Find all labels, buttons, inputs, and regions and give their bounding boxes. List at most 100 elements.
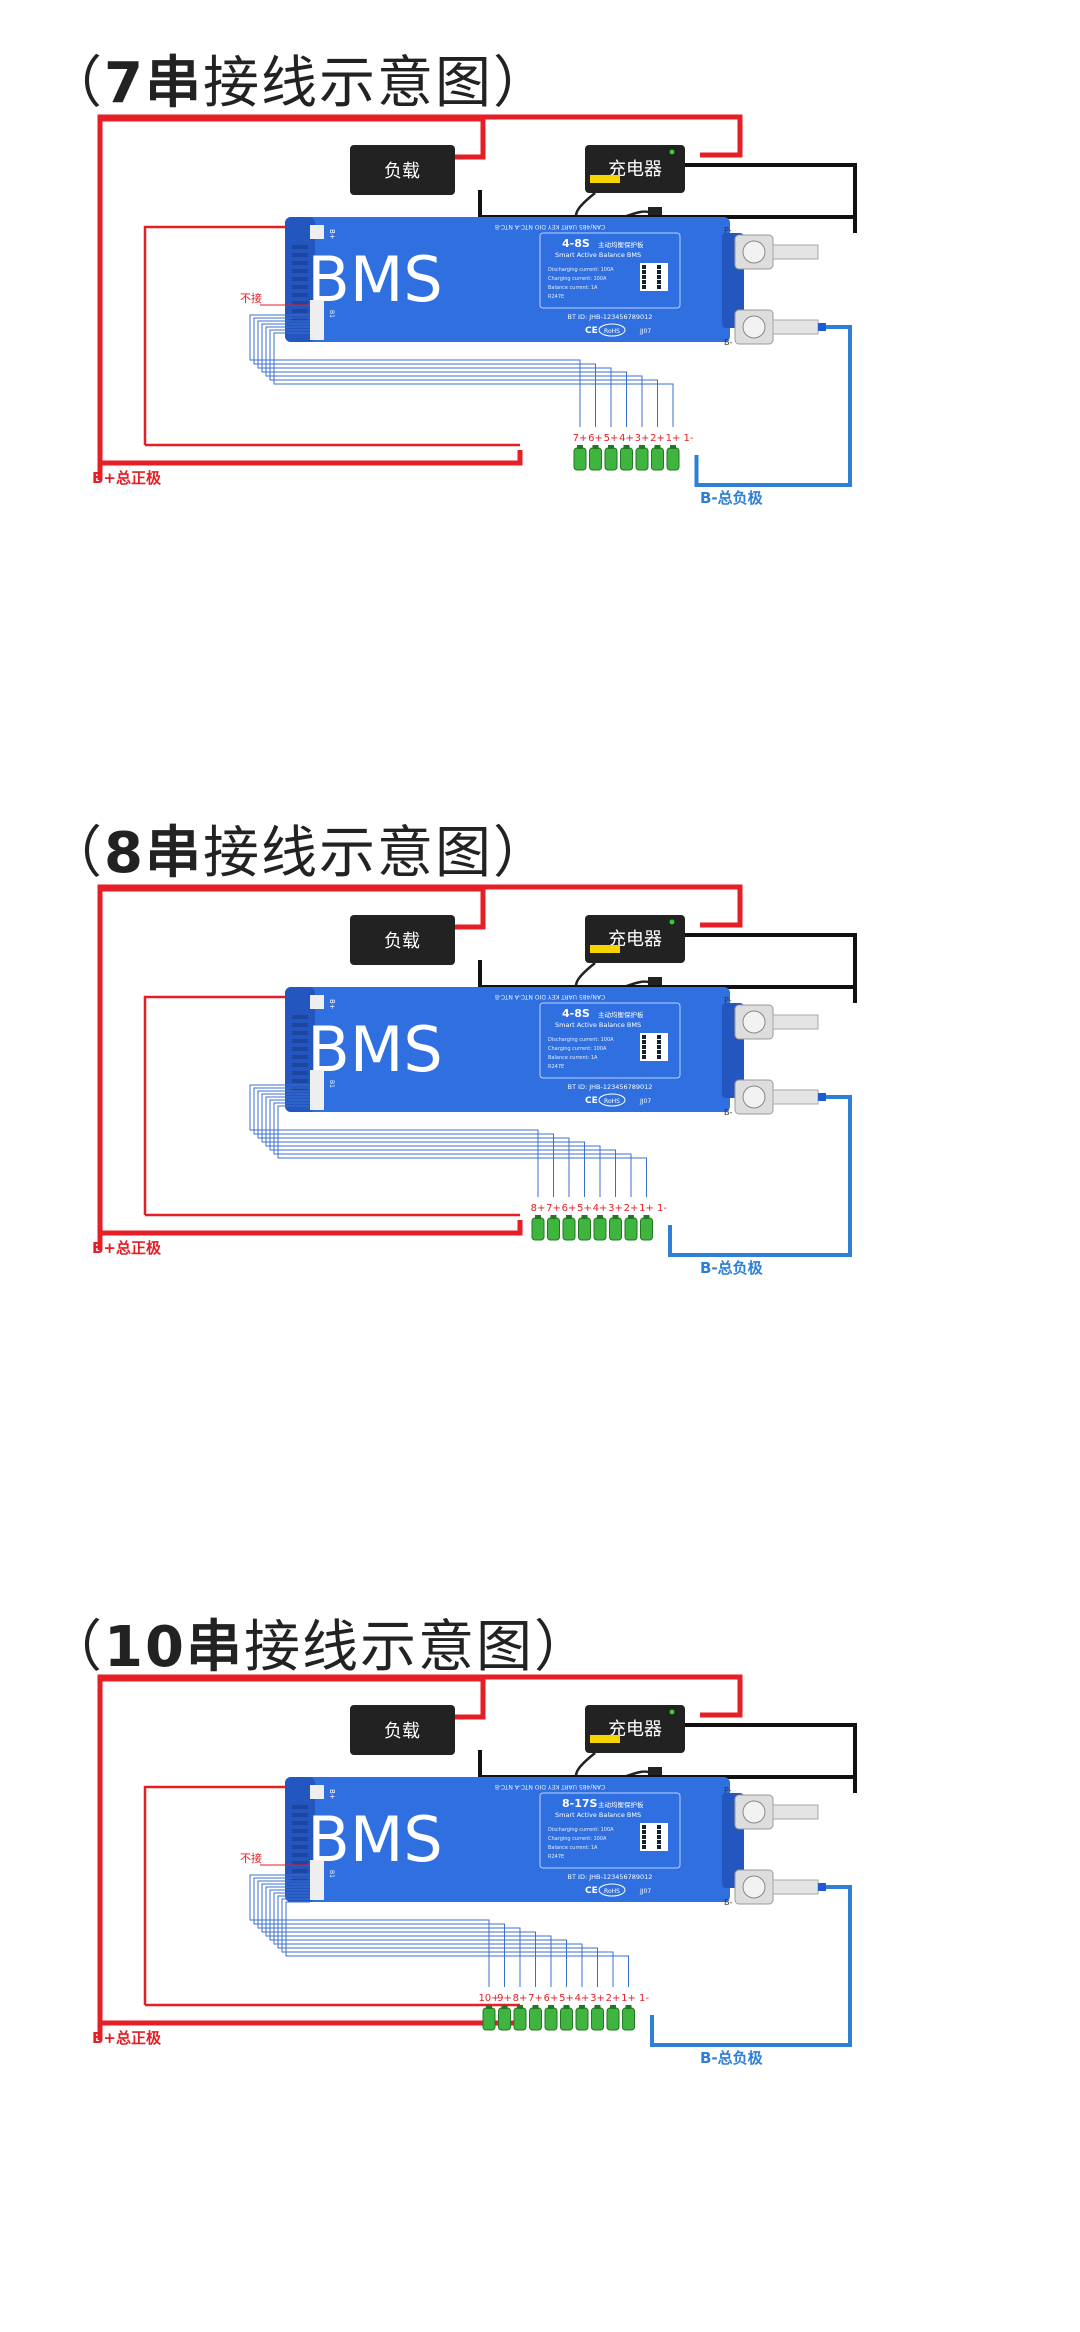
- heatsink-fin: [292, 269, 308, 273]
- bms-spec2: Charging current: 100A: [548, 276, 607, 282]
- balance-wire: [265, 1096, 601, 1197]
- rohs-label: RoHS: [604, 328, 620, 335]
- bms-spec1: Discharging current: 100A: [548, 267, 614, 273]
- battery-cap: [608, 445, 614, 449]
- black-wire-charger: [685, 1723, 857, 1793]
- battery-cap: [612, 1215, 619, 1219]
- b-minus-label: B-: [724, 1108, 732, 1117]
- b-minus-lug: [772, 1089, 819, 1105]
- ce-mark: CE: [585, 326, 598, 336]
- blue-wire-bminus: [694, 325, 852, 487]
- p-minus-label: P-: [724, 1786, 732, 1795]
- bms-bplus-label: B+: [328, 229, 336, 240]
- bms-label-panel: [539, 1002, 681, 1079]
- black-wire-charger: [685, 933, 857, 1003]
- bplus-connector: [310, 225, 324, 239]
- heatsink-fin: [292, 309, 308, 313]
- cell-label: 1-: [639, 1993, 649, 2004]
- cell-label: 4+: [593, 1203, 608, 1214]
- load-label: 负载: [384, 931, 420, 952]
- balance-wire: [249, 1084, 539, 1197]
- red-wire-charger: [97, 884, 743, 1250]
- battery-cap: [563, 2005, 570, 2009]
- battery-cell: [562, 1217, 576, 1241]
- bms-code: JJ07: [639, 1888, 651, 1895]
- heatsink-fin: [292, 253, 308, 257]
- load-box: [350, 1705, 455, 1755]
- battery-cell: [544, 2007, 558, 2031]
- qr-dot: [642, 1035, 646, 1039]
- b-minus-lug: [772, 1879, 819, 1895]
- bms-big-label: BMS: [307, 243, 442, 316]
- section-title-7s: （7串接线示意图）: [46, 51, 551, 116]
- bplus-connector: [310, 995, 324, 1009]
- bms-sub: Smart Active Balance BMS: [555, 1811, 641, 1819]
- battery-cap: [623, 445, 630, 449]
- bms-b1-label: B1: [328, 310, 335, 318]
- diagram-svg: 负载充电器CAN/485 UART KEY DIO NTC-A NTC-BBMS…: [92, 114, 857, 507]
- bms-big-label: BMS: [307, 1013, 442, 1086]
- qr-dot: [642, 1845, 646, 1849]
- qr-dot: [642, 1050, 646, 1054]
- bminus-total-label: B-总负极: [700, 2049, 764, 2067]
- heatsink-fin: [292, 245, 308, 249]
- battery-cell: [609, 1217, 622, 1241]
- bms-model: 8-17S: [562, 1797, 598, 1810]
- qr-dot: [642, 1840, 646, 1844]
- rohs-mark: [598, 1883, 626, 1897]
- bms-bt-id: BT ID: JHB-123456789012: [568, 313, 653, 321]
- load-label: 负载: [384, 1721, 420, 1742]
- qr-dot: [642, 1045, 646, 1049]
- bms-model: 4-8S: [562, 237, 590, 250]
- bplus-total-label: B+总正极: [92, 469, 162, 487]
- p-minus-lug: [772, 244, 819, 260]
- heatsink-fin: [292, 1031, 308, 1035]
- black-wire-charger: [685, 163, 857, 233]
- ce-mark: CE: [585, 1886, 598, 1896]
- balance-connector: [310, 300, 324, 340]
- bms-bt-id: BT ID: JHB-123456789012: [568, 1873, 653, 1881]
- heatsink-fin: [292, 1821, 308, 1825]
- cell-label: 8+: [531, 1203, 546, 1214]
- heatsink-fin: [292, 1079, 308, 1083]
- cell-label: 8+: [513, 1993, 528, 2004]
- b-minus-bolt: [742, 315, 766, 339]
- red-wire-charger: [97, 1674, 743, 2040]
- charger-sticker: [590, 175, 620, 183]
- b-minus-bolt: [742, 1875, 766, 1899]
- balance-wire: [285, 1901, 629, 1987]
- qr-dot: [657, 1045, 661, 1049]
- bminus-total-label: B-总负极: [700, 1259, 764, 1277]
- bms-spec4: R247E: [548, 294, 564, 300]
- p-minus-bolt: [742, 1010, 766, 1034]
- bms-body: [285, 217, 730, 342]
- bms-sub: Smart Active Balance BMS: [555, 251, 641, 259]
- cell-label: 9+: [497, 1993, 512, 2004]
- battery-cell: [578, 1217, 591, 1241]
- battery-cell: [589, 447, 602, 471]
- cell-label: 2+: [606, 1993, 621, 2004]
- balance-wire: [253, 317, 596, 427]
- not-connected-label: 不接: [240, 292, 262, 305]
- cell-label: 3+: [608, 1203, 623, 1214]
- qr-dot: [657, 1835, 661, 1839]
- heatsink-fin: [292, 1023, 308, 1027]
- battery-cell: [575, 2007, 589, 2031]
- cell-label: 6+: [588, 433, 603, 444]
- cell-label: 1+: [666, 433, 681, 444]
- heatsink-fin: [292, 1071, 308, 1075]
- section-title-8s: （8串接线示意图）: [46, 821, 551, 886]
- ce-mark: CE: [585, 1096, 598, 1106]
- heatsink-fin: [292, 1063, 308, 1067]
- balance-wire: [265, 326, 643, 427]
- p-minus-lug: [772, 1014, 819, 1030]
- load-box: [350, 145, 455, 195]
- heatsink-fin: [292, 1805, 308, 1809]
- cell-label: 6+: [562, 1203, 577, 1214]
- red-wire-bms-bplus: [143, 225, 320, 445]
- balance-wire: [249, 314, 581, 427]
- battery-cell: [531, 1217, 545, 1241]
- heatsink-fin: [292, 277, 308, 281]
